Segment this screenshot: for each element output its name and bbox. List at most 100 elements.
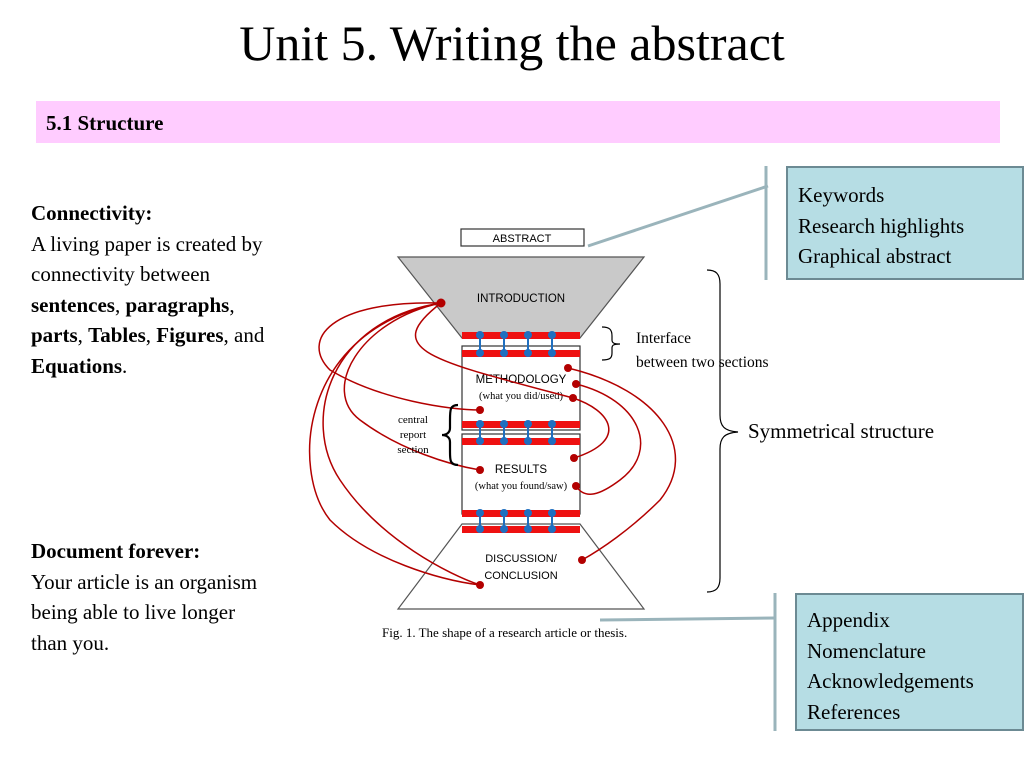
methodology-box bbox=[461, 345, 581, 431]
connectivity-line1: A living paper is created by bbox=[31, 231, 263, 256]
back-matter-item-acknowledgements: Acknowledgements bbox=[807, 669, 974, 693]
results-sublabel: (what you found/saw) bbox=[475, 481, 568, 492]
connector-dot-0-0-0 bbox=[476, 331, 484, 339]
band-method-bottom bbox=[462, 421, 580, 428]
central-label-line1: central bbox=[398, 414, 428, 426]
endpoint-results-left bbox=[476, 466, 484, 474]
endpoint-discussion-right bbox=[578, 556, 586, 564]
term-paragraphs: paragraphs bbox=[125, 292, 230, 317]
connector-dot-2-3-0 bbox=[548, 509, 556, 517]
central-section-brace bbox=[441, 403, 459, 467]
endpoint-methodology-right2 bbox=[572, 380, 580, 388]
back-matter-item-appendix: Appendix bbox=[807, 608, 890, 632]
connector-dot-2-3-1 bbox=[548, 525, 556, 533]
band-method-top bbox=[462, 350, 580, 357]
connector-dot-0-3-0 bbox=[548, 331, 556, 339]
front-matter-item-graphical-abstract: Graphical abstract bbox=[798, 244, 952, 268]
connector-dot-1-2-1 bbox=[524, 437, 532, 445]
endpoint-methodology-left bbox=[476, 406, 484, 414]
front-matter-item-keywords: Keywords bbox=[798, 183, 885, 207]
symmetrical-label: Symmetrical structure bbox=[748, 419, 934, 443]
connector-dot-2-1-1 bbox=[500, 525, 508, 533]
central-label-line3: section bbox=[397, 444, 429, 456]
endpoint-discussion-left bbox=[476, 581, 484, 589]
connector-dot-2-0-0 bbox=[476, 509, 484, 517]
document-forever-line2: being able to live longer bbox=[31, 600, 236, 624]
term-parts: parts bbox=[31, 323, 78, 347]
connector-dot-1-1-1 bbox=[500, 437, 508, 445]
and-word: and bbox=[234, 323, 265, 347]
band-results-bottom bbox=[462, 510, 580, 517]
connector-dot-1-2-0 bbox=[524, 420, 532, 428]
back-matter-box: Appendix Nomenclature Acknowledgements R… bbox=[795, 593, 1024, 731]
connector-dot-1-3-1 bbox=[548, 437, 556, 445]
bottom-callout-connector bbox=[599, 616, 776, 622]
figure-caption: Fig. 1. The shape of a research article … bbox=[382, 625, 627, 640]
connector-dot-2-2-1 bbox=[524, 525, 532, 533]
term-tables: Tables bbox=[88, 323, 146, 347]
connector-dot-2-0-1 bbox=[476, 525, 484, 533]
connector-dot-2-2-0 bbox=[524, 509, 532, 517]
term-sentences: sentences bbox=[31, 292, 115, 317]
connector-dot-0-2-1 bbox=[524, 349, 532, 357]
results-label: RESULTS bbox=[495, 464, 548, 476]
endpoint-introduction bbox=[436, 298, 446, 308]
term-equations: Equations bbox=[31, 353, 123, 378]
back-matter-item-nomenclature: Nomenclature bbox=[807, 638, 926, 663]
front-matter-item-highlights: Research highlights bbox=[798, 213, 965, 238]
link-method-results-inner bbox=[572, 397, 610, 459]
connector-dot-0-1-1 bbox=[500, 349, 508, 357]
interface-bands bbox=[462, 332, 580, 533]
discussion-label-line2: CONCLUSION bbox=[484, 570, 557, 582]
connectivity-text: Connectivity: A living paper is created … bbox=[31, 201, 265, 378]
introduction-label: INTRODUCTION bbox=[477, 293, 565, 305]
discussion-label-line1: DISCUSSION/ bbox=[485, 553, 557, 565]
symmetrical-brace bbox=[706, 269, 739, 593]
endpoint-methodology-right3 bbox=[569, 394, 577, 402]
link-method-discussion bbox=[567, 367, 677, 561]
connector-dot-1-1-0 bbox=[500, 420, 508, 428]
results-box bbox=[461, 433, 581, 515]
connector-dot-0-0-1 bbox=[476, 349, 484, 357]
link-intro-results bbox=[343, 302, 481, 471]
connector-dot-2-1-0 bbox=[500, 509, 508, 517]
discussion-trapezoid bbox=[396, 523, 646, 610]
band-results-top bbox=[462, 438, 580, 445]
section-heading-bar: 5.1 Structure bbox=[36, 101, 1000, 143]
band-discussion-top bbox=[462, 526, 580, 533]
link-method-results bbox=[575, 383, 642, 495]
section-heading: 5.1 Structure bbox=[46, 111, 164, 135]
endpoint-results-right2 bbox=[572, 482, 580, 490]
endpoint-results-right1 bbox=[570, 454, 578, 462]
link-endpoints bbox=[436, 298, 586, 589]
document-forever-heading: Document forever: bbox=[31, 539, 201, 563]
front-matter-box: Keywords Research highlights Graphical a… bbox=[786, 166, 1024, 280]
term-figures: Figures bbox=[156, 323, 224, 347]
interface-label-line1: Interface bbox=[636, 330, 691, 347]
endpoint-methodology-right1 bbox=[564, 364, 572, 372]
back-matter-item-references: References bbox=[807, 699, 901, 724]
document-forever-line3: than you. bbox=[31, 630, 110, 655]
interface-brace bbox=[601, 326, 621, 361]
link-intro-methodology bbox=[318, 302, 481, 411]
methodology-sublabel: (what you did/used) bbox=[479, 391, 563, 402]
connector-dot-1-3-0 bbox=[548, 420, 556, 428]
connectivity-links bbox=[308, 302, 677, 586]
connectivity-heading: Connectivity: bbox=[31, 201, 153, 225]
abstract-box bbox=[460, 228, 585, 247]
link-intro-method-right bbox=[414, 302, 574, 399]
document-forever-line1: Your article is an organism bbox=[31, 569, 258, 594]
slide-title: Unit 5. Writing the abstract bbox=[239, 15, 785, 71]
connector-dot-1-0-1 bbox=[476, 437, 484, 445]
connector-dot-0-3-1 bbox=[548, 349, 556, 357]
connector-dot-0-2-0 bbox=[524, 331, 532, 339]
link-intro-discussion-outer bbox=[308, 302, 481, 586]
connectivity-line2: connectivity between bbox=[31, 262, 211, 286]
connector-dot-0-1-0 bbox=[500, 331, 508, 339]
interface-label-line2: between two sections bbox=[636, 354, 769, 371]
central-label-line2: report bbox=[400, 429, 426, 441]
abstract-label: ABSTRACT bbox=[493, 233, 552, 245]
methodology-label: METHODOLOGY bbox=[476, 374, 567, 386]
document-forever-text: Document forever: Your article is an org… bbox=[31, 536, 321, 658]
